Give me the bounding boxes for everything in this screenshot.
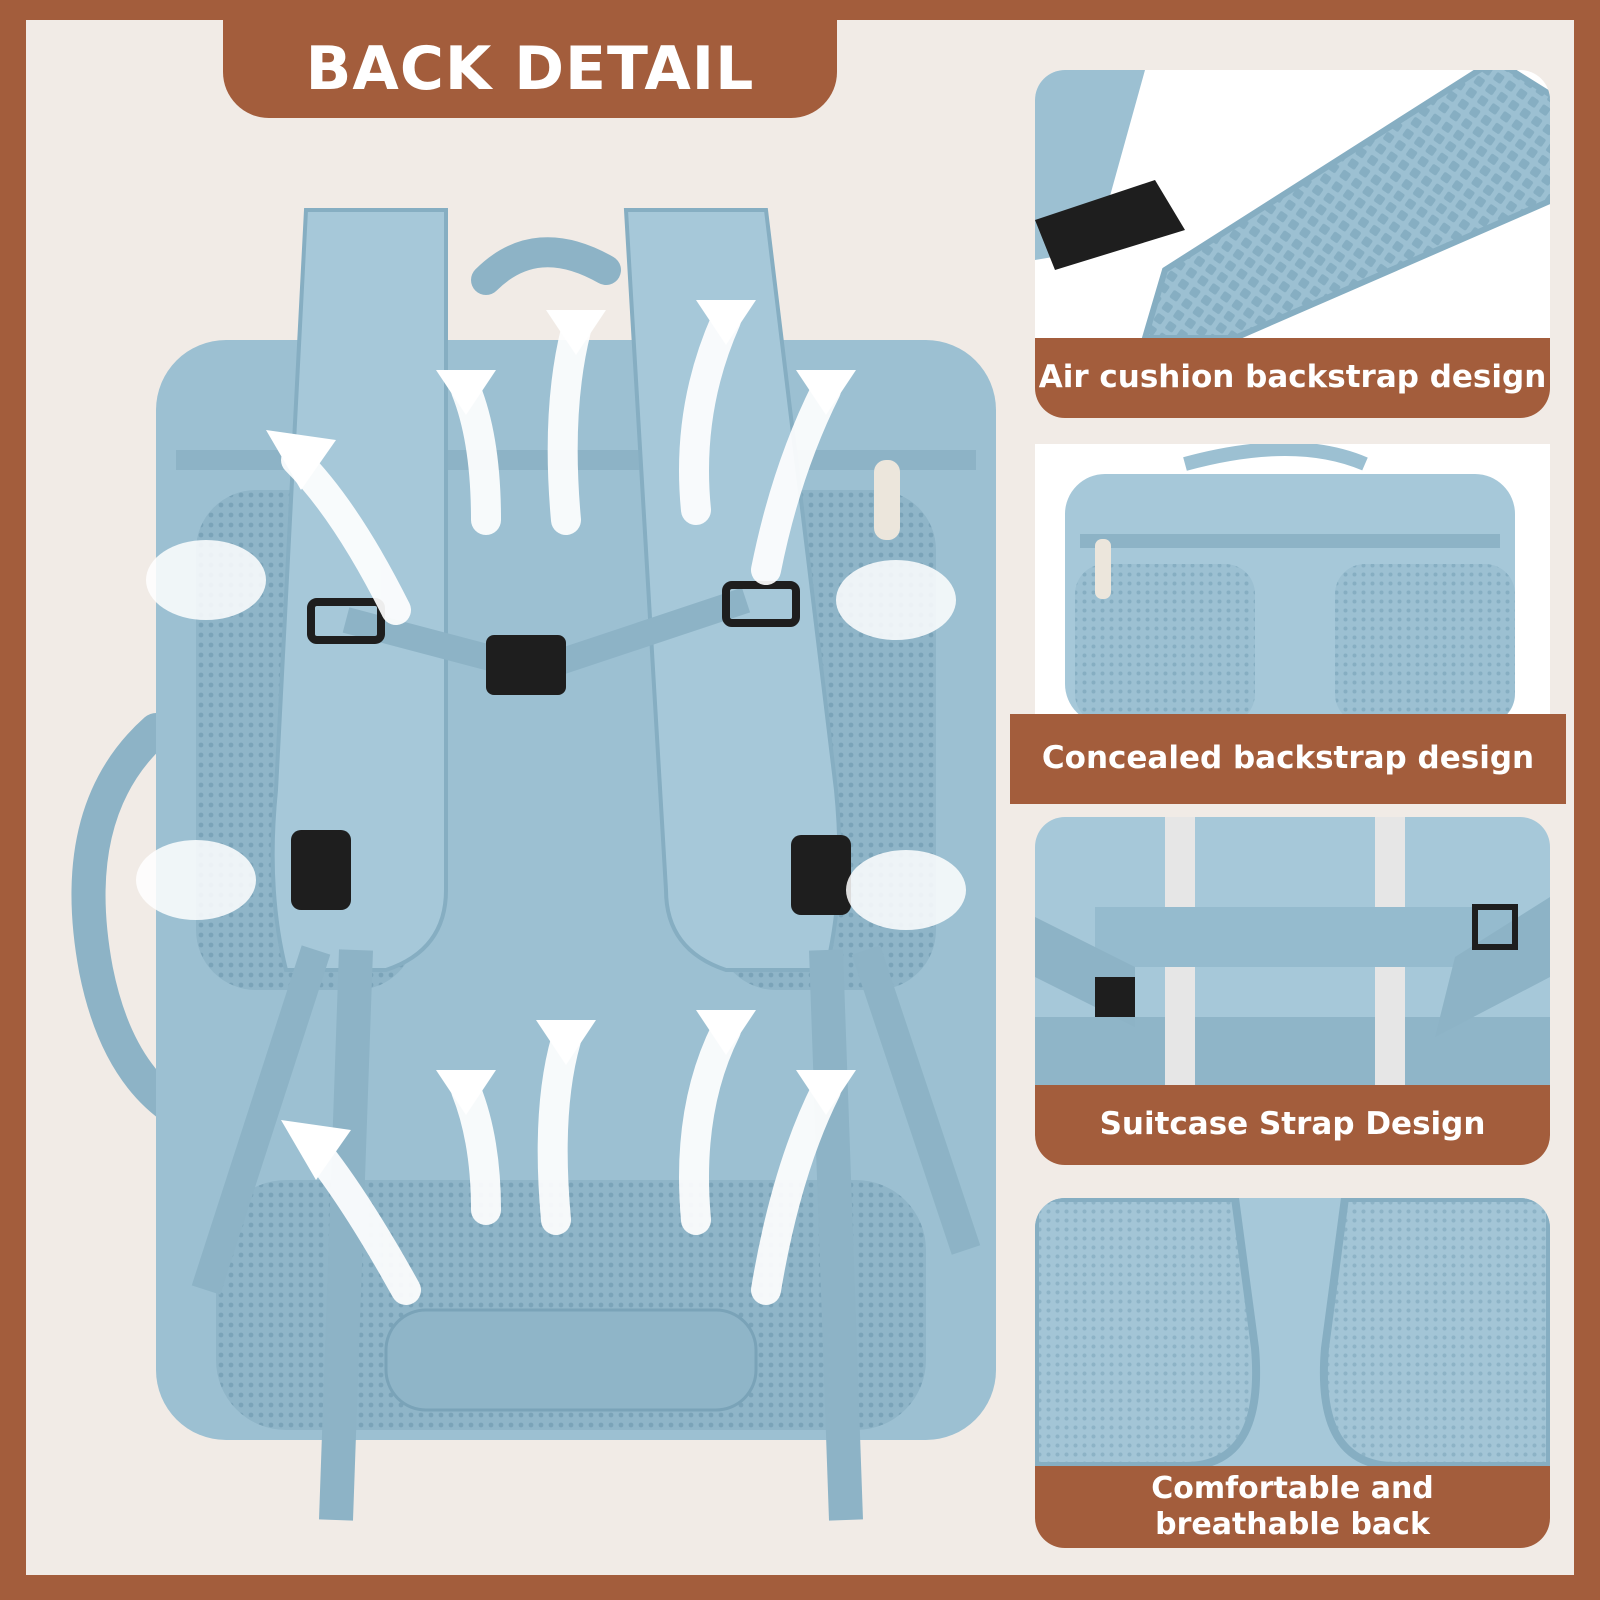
detail-panel-air-cushion: Air cushion backstrap design (1035, 70, 1550, 418)
breathable-caption: Comfortable and breathable back (1035, 1466, 1550, 1548)
suitcase-caption: Suitcase Strap Design (1035, 1085, 1550, 1165)
concealed-caption: Concealed backstrap design (1010, 714, 1566, 804)
detail-panel-breathable: Comfortable and breathable back (1035, 1198, 1550, 1548)
air-cushion-caption: Air cushion backstrap design (1035, 338, 1550, 418)
concealed-strap-photo (1035, 444, 1550, 714)
page-title: BACK DETAIL (305, 34, 755, 104)
header-banner: BACK DETAIL (223, 20, 837, 118)
backpack-back-view-image (66, 190, 1046, 1590)
product-infographic: BACK DETAIL (26, 20, 1574, 1575)
backpack-illustration (71, 208, 996, 1521)
detail-panel-concealed: Concealed backstrap design (1010, 444, 1566, 804)
air-cushion-strap-photo (1035, 70, 1550, 338)
detail-panel-suitcase: Suitcase Strap Design (1035, 817, 1550, 1165)
suitcase-strap-photo (1035, 817, 1550, 1085)
breathable-back-photo (1035, 1198, 1550, 1466)
